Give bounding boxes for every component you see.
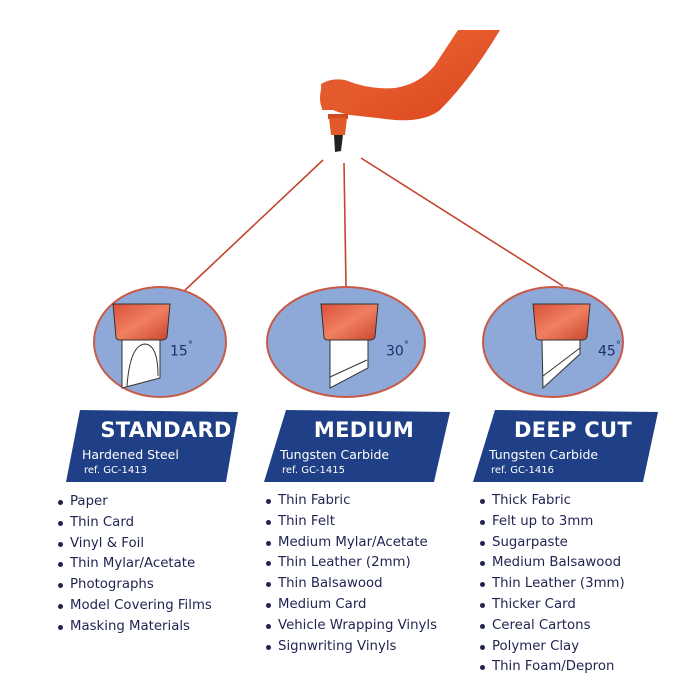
list-item: Photographs (56, 575, 212, 596)
list-item: Thin Felt (264, 512, 437, 533)
blade-material: Hardened Steel (82, 447, 179, 462)
angle-label-medium: 30° (386, 340, 409, 360)
blade-name: MEDIUM (313, 418, 415, 442)
list-item: Thin Card (56, 513, 212, 534)
blade-material: Tungsten Carbide (280, 447, 390, 462)
angle-label-standard: 15° (170, 340, 193, 360)
banner-standard: STANDARD Hardened Steel ref. GC-1413 (66, 410, 266, 484)
blade-name: DEEP CUT (513, 418, 632, 442)
list-item: Sugarpaste (478, 533, 625, 554)
uses-list-medium: Thin Fabric Thin Felt Medium Mylar/Aceta… (264, 491, 437, 657)
banner-shape (66, 410, 238, 482)
blade-ref: ref. GC-1415 (282, 465, 345, 476)
blade-30-circle (266, 286, 426, 398)
blade-name: STANDARD (100, 418, 232, 442)
banner-deep-cut: DEEP CUT Tungsten Carbide ref. GC-1416 (473, 410, 673, 484)
uses-list-deep-cut: Thick Fabric Felt up to 3mm Sugarpaste M… (478, 491, 625, 678)
list-item: Thicker Card (478, 595, 625, 616)
list-item: Signwriting Vinyls (264, 637, 437, 658)
list-item: Masking Materials (56, 617, 212, 638)
list-item: Thin Leather (2mm) (264, 553, 437, 574)
list-item: Felt up to 3mm (478, 512, 625, 533)
list-item: Paper (56, 492, 212, 513)
angle-label-deep-cut: 45° (598, 340, 621, 360)
list-item: Thin Balsawood (264, 574, 437, 595)
list-item: Medium Mylar/Acetate (264, 533, 437, 554)
list-item: Thick Fabric (478, 491, 625, 512)
list-item: Model Covering Films (56, 596, 212, 617)
list-item: Polymer Clay (478, 637, 625, 658)
connector-lines (181, 157, 564, 294)
blade-material: Tungsten Carbide (489, 447, 599, 462)
list-item: Thin Leather (3mm) (478, 574, 625, 595)
blade-45-circle (482, 286, 624, 398)
list-item: Thin Fabric (264, 491, 437, 512)
blade-ref: ref. GC-1413 (84, 465, 147, 476)
list-item: Thin Mylar/Acetate (56, 554, 212, 575)
list-item: Medium Card (264, 595, 437, 616)
banner-shape (473, 410, 658, 482)
list-item: Vinyl & Foil (56, 534, 212, 555)
banner-shape (264, 410, 450, 482)
list-item: Medium Balsawood (478, 553, 625, 574)
list-item: Vehicle Wrapping Vinyls (264, 616, 437, 637)
blade-15-circle (93, 286, 227, 398)
blade-ref: ref. GC-1416 (491, 465, 554, 476)
swivel-craft-knife-icon (320, 30, 500, 152)
list-item: Thin Foam/Depron (478, 657, 625, 678)
uses-list-standard: Paper Thin Card Vinyl & Foil Thin Mylar/… (56, 492, 212, 638)
banner-medium: MEDIUM Tungsten Carbide ref. GC-1415 (264, 410, 464, 484)
list-item: Cereal Cartons (478, 616, 625, 637)
